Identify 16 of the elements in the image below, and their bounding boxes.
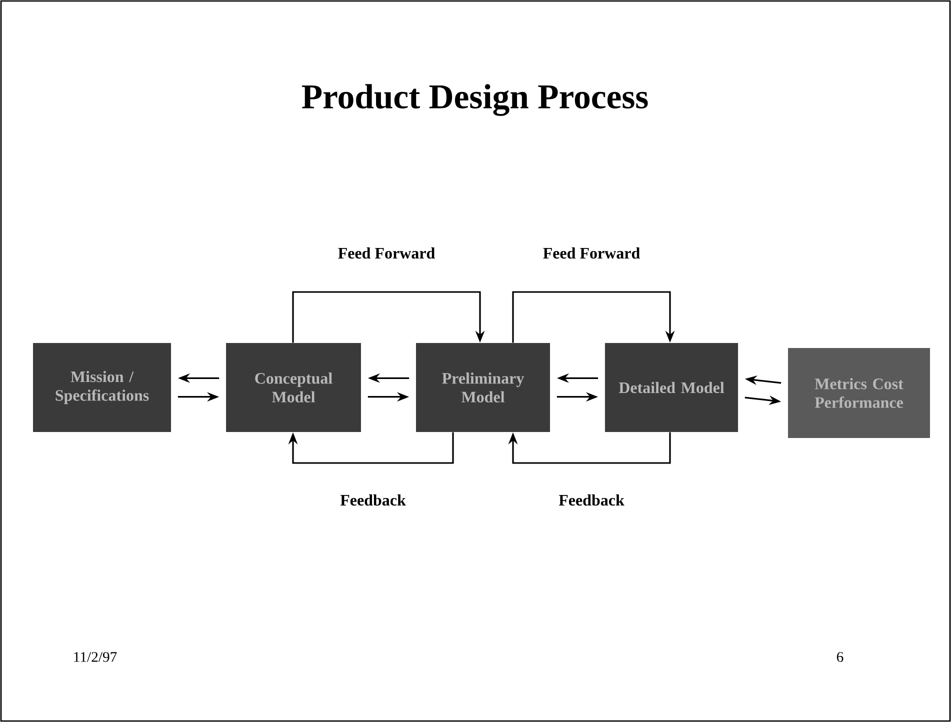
process-box: Conceptual Model [226,342,361,432]
edge-label: Feed Forward [543,247,640,259]
edge-label: Feedback [340,494,406,506]
process-box: Mission / Specifications [33,342,171,432]
edge-label: Feed Forward [338,247,435,259]
arrow [292,291,485,343]
title: Product Design Process [302,84,648,116]
edge-label: Feedback [558,494,624,506]
process-box: Preliminary Model [416,342,550,432]
footer-text: 6 [836,652,844,662]
arrow [288,432,454,464]
process-box: Detailed Model [604,342,738,432]
process-box: Metrics Cost Performance [788,348,930,438]
arrow [508,432,671,464]
footer-text: 11/2/97 [74,652,117,662]
arrow [512,291,675,343]
